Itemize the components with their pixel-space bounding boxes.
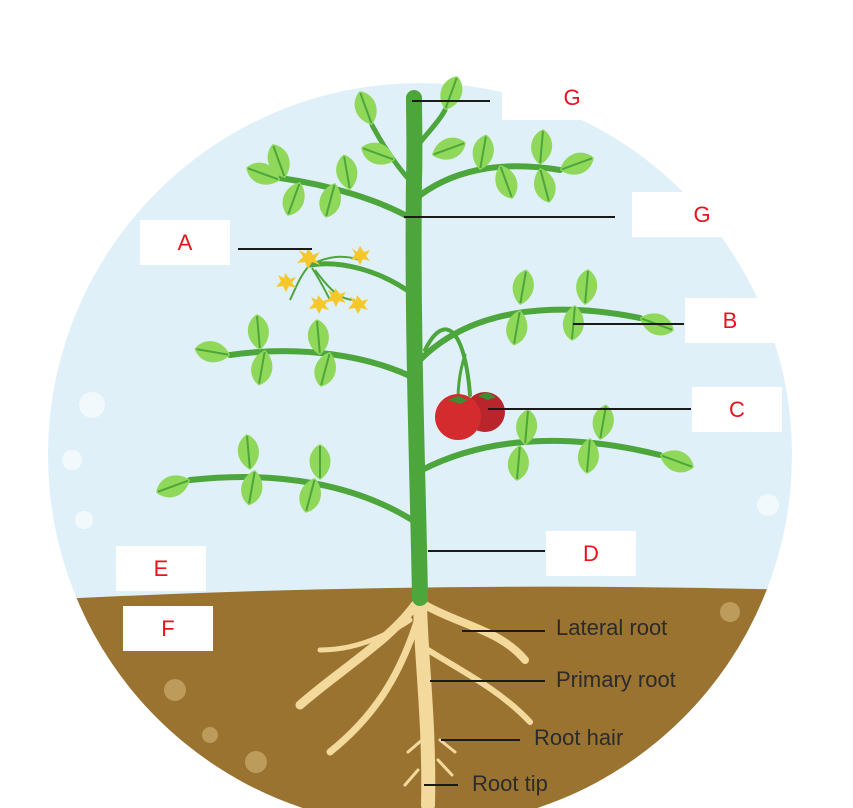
label-g-mid: G (632, 192, 772, 237)
label-e: E (116, 546, 206, 591)
tomatoes (435, 392, 505, 440)
flower (326, 288, 346, 307)
label-d: D (546, 531, 636, 576)
root-hair-label: Root hair (534, 725, 624, 750)
bubble (75, 511, 93, 529)
label-g-top: G (502, 75, 642, 120)
soil-pebble (164, 679, 186, 701)
label-a: A (140, 220, 230, 265)
bubble (79, 392, 105, 418)
bubble (757, 494, 779, 516)
root-tip-label: Root tip (472, 771, 548, 796)
label-c: C (692, 387, 782, 432)
flower (309, 295, 329, 314)
label-b: B (685, 298, 775, 343)
root-system (295, 591, 533, 808)
flower (276, 273, 296, 292)
label-f: F (123, 606, 213, 651)
flower (351, 246, 370, 265)
flower-cluster (276, 246, 370, 314)
lateral-root-label: Lateral root (556, 615, 668, 640)
bubble (62, 450, 82, 470)
flower (297, 248, 320, 269)
soil-pebble (720, 602, 740, 622)
flower (348, 295, 368, 314)
primary-root-label: Primary root (556, 667, 676, 692)
soil-pebble (245, 751, 267, 773)
pointer-lines (238, 100, 691, 786)
soil-pebble (202, 727, 218, 743)
